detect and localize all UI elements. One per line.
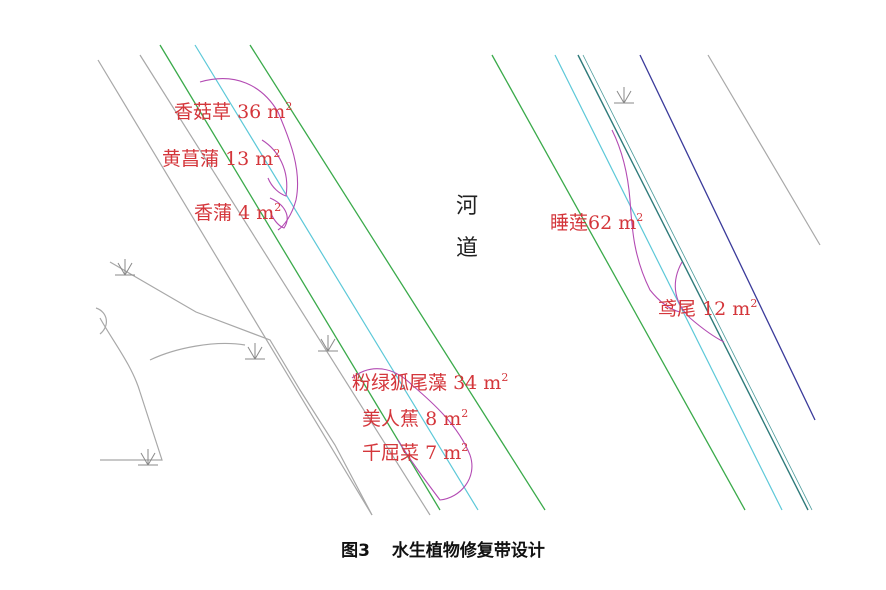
figure-caption: 图3 水生植物修复带设计 (0, 536, 886, 561)
bank-line (97, 59, 373, 516)
water-edge-line (159, 44, 441, 511)
plant-area: 34 (453, 372, 478, 394)
navy-line (639, 54, 816, 421)
marsh-symbol (318, 335, 338, 352)
plant-name: 香菇草 (174, 101, 232, 123)
river-label-1: 河 (456, 194, 479, 219)
planting-zones (199, 78, 725, 501)
plant-area: 12 (702, 298, 727, 320)
cyan-line (194, 44, 479, 511)
area-unit: m (732, 298, 751, 320)
zone-yuanwei (674, 261, 725, 343)
plant-area: 36 (237, 101, 262, 123)
road-outline-2 (149, 342, 246, 361)
plant-area: 13 (225, 148, 250, 170)
label-qianqucai: 千屈菜 7 m2 (362, 442, 468, 464)
marsh-symbol (614, 87, 634, 104)
marsh-symbol (138, 449, 158, 466)
cyan-line (554, 54, 783, 511)
water-edge-lines (159, 44, 746, 511)
label-meirenjiao: 美人蕉 8 m2 (362, 408, 468, 430)
plant-area: 4 (238, 202, 251, 224)
plant-name: 鸢尾 (658, 298, 697, 320)
unit-superscript: 2 (461, 407, 469, 420)
plant-area: 8 (425, 408, 438, 430)
label-xianggucao: 香菇草 36 m2 (174, 101, 292, 123)
figure-title: 水生植物修复带设计 (391, 541, 545, 561)
unit-superscript: 2 (274, 201, 282, 214)
marsh-symbol (115, 259, 135, 276)
plant-name: 黄菖蒲 (162, 148, 220, 170)
label-fenlvhuweizao: 粉绿狐尾藻 34 m2 (352, 372, 508, 394)
plant-name: 千屈菜 (362, 442, 420, 464)
teal-line (577, 54, 809, 511)
river-bank-dark-lines (577, 54, 816, 511)
bank-lines (97, 54, 821, 516)
unit-superscript: 2 (273, 147, 281, 160)
teal-line-2 (582, 54, 813, 511)
zone-xiangpu (269, 197, 288, 229)
land-outline (95, 261, 373, 516)
marsh-symbol (245, 343, 265, 360)
area-unit: m (618, 212, 637, 234)
label-yuanwei: 鸢尾 12 m2 (658, 298, 757, 320)
area-unit: m (443, 442, 462, 464)
label-huangchangpu: 黄菖蒲 13 m2 (162, 148, 280, 170)
cyan-lines (194, 44, 783, 511)
area-unit: m (255, 148, 274, 170)
plant-name: 香蒲 (194, 202, 233, 224)
plant-area: 7 (425, 442, 438, 464)
unit-superscript: 2 (501, 371, 509, 384)
area-unit: m (483, 372, 502, 394)
unit-superscript: 2 (461, 441, 469, 454)
water-edge-line (491, 54, 746, 511)
label-xiangpu: 香蒲 4 m2 (194, 202, 281, 224)
bank-line (139, 54, 431, 516)
unit-superscript: 2 (750, 297, 758, 310)
plant-name: 睡莲 (550, 212, 589, 234)
bank-line (707, 54, 821, 246)
area-unit: m (256, 202, 275, 224)
unit-superscript: 2 (636, 211, 644, 224)
river-label-2: 道 (456, 236, 479, 261)
marsh-symbols (115, 87, 634, 466)
water-edge-line (249, 44, 546, 511)
area-unit: m (267, 101, 286, 123)
zone-xianggucao (199, 78, 299, 231)
plant-name: 粉绿狐尾藻 (352, 372, 448, 394)
plant-name: 美人蕉 (362, 408, 420, 430)
plant-area: 62 (588, 212, 613, 234)
zone-huangchangpu (261, 139, 288, 197)
zone-aquatic-group (351, 368, 473, 501)
unit-superscript: 2 (285, 100, 293, 113)
label-shuilian: 睡莲62 m2 (550, 212, 643, 234)
land-boundary (109, 261, 373, 516)
area-unit: m (443, 408, 462, 430)
figure-number: 图3 (341, 541, 370, 561)
curb-arc (95, 307, 107, 335)
road-outline (99, 317, 163, 461)
zone-shuilian (611, 129, 681, 313)
